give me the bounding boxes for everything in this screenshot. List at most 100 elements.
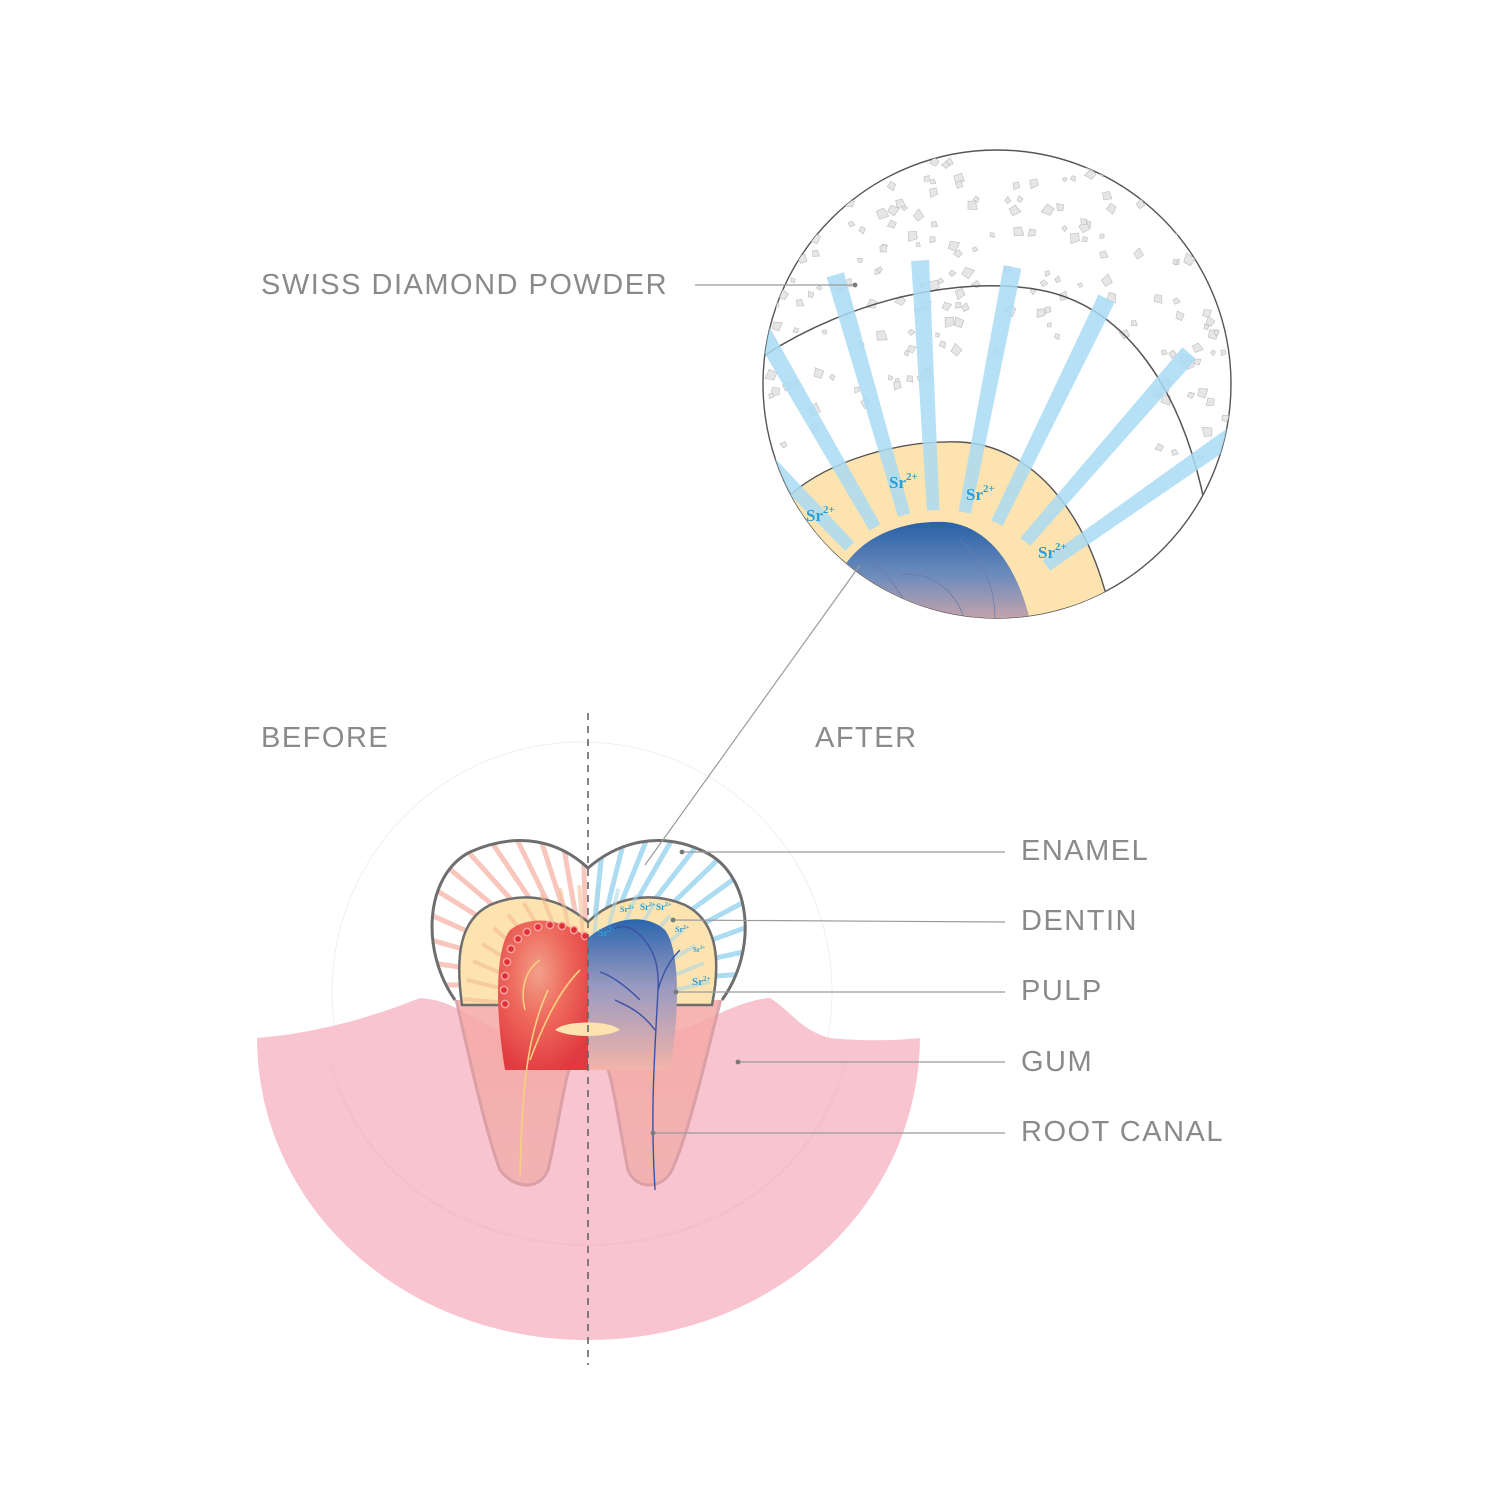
diamond-particle	[955, 302, 962, 309]
diamond-particle	[887, 374, 894, 381]
diamond-particle	[1053, 333, 1061, 341]
diamond-particle	[1094, 157, 1107, 169]
diamond-particle	[895, 198, 907, 208]
diamond-particle	[876, 330, 888, 341]
diamond-particle	[1213, 329, 1220, 337]
diamond-particle	[1214, 260, 1224, 271]
diamond-particle	[907, 231, 918, 242]
diamond-particle	[907, 328, 916, 336]
diamond-particle	[929, 187, 939, 198]
diamond-particle	[961, 302, 970, 312]
dentin-tubule	[592, 885, 601, 941]
diamond-particle	[915, 242, 921, 247]
diamond-particle	[944, 316, 955, 328]
sensitivity-dot	[506, 944, 516, 954]
zoom-magnifier-circle: Sr2+ Sr2+ Sr2+ Sr2+	[762, 149, 1232, 619]
diamond-particle	[930, 220, 939, 228]
leader-dentin	[672, 919, 1006, 923]
diamond-particle	[893, 381, 902, 391]
diamond-particle	[1170, 217, 1178, 224]
tubule-band	[1042, 414, 1231, 571]
diamond-particle	[1102, 190, 1113, 201]
diamond-particle	[1133, 247, 1144, 260]
sensitivity-dot	[513, 934, 523, 944]
diamond-particle	[950, 342, 963, 357]
diamond-particle	[790, 277, 796, 284]
svg-text:Sr2+: Sr2+	[640, 902, 656, 912]
diamond-particle	[1170, 448, 1179, 456]
diamond-particle	[1197, 388, 1209, 399]
diamond-particle	[1069, 232, 1081, 245]
diamond-particle	[947, 240, 960, 252]
gum-inner-shade	[329, 1059, 847, 1247]
diamond-particle	[1054, 275, 1061, 283]
diamond-particle	[847, 220, 856, 228]
diamond-particle	[955, 179, 964, 189]
leader-lines	[644, 284, 1006, 1134]
diamond-particle	[815, 284, 823, 291]
sensitivity-dot	[569, 925, 579, 935]
diamond-particle	[1141, 178, 1151, 191]
diamond-particle	[798, 170, 805, 179]
label-after: AFTER	[815, 722, 918, 754]
label-dentin: DENTIN	[1021, 905, 1138, 937]
diamond-particle	[1175, 310, 1185, 321]
diamond-particle	[767, 187, 775, 195]
diamond-particle	[948, 269, 957, 277]
diamond-particle	[1175, 210, 1187, 220]
diamond-particle	[1185, 186, 1196, 198]
diamond-particle	[1203, 323, 1210, 331]
tooth-outline	[430, 839, 747, 1001]
diamond-particle	[938, 340, 947, 349]
diamond-particle	[1008, 204, 1022, 217]
diamond-particle	[903, 349, 910, 357]
svg-text:Sr2+: Sr2+	[656, 902, 672, 912]
diamond-particle	[1061, 176, 1068, 183]
diamond-particle	[935, 332, 941, 338]
diamond-particle	[784, 202, 796, 213]
svg-text:Sr2+: Sr2+	[620, 905, 635, 914]
diamond-particle	[1221, 414, 1230, 423]
diamond-particle	[1131, 320, 1138, 327]
diamond-particle	[1201, 426, 1213, 437]
dentin-tubule	[577, 885, 586, 941]
svg-text:Sr2+: Sr2+	[692, 975, 711, 988]
diamond-particle	[1205, 196, 1214, 207]
diamond-particle	[1186, 224, 1198, 237]
svg-text:Sr2+: Sr2+	[598, 926, 616, 939]
diamond-particle	[788, 201, 801, 216]
diamond-particle	[1218, 199, 1227, 209]
sensitivity-dot	[545, 920, 555, 930]
diamond-particle	[1187, 226, 1198, 235]
diamond-particle	[886, 219, 897, 229]
diamond-particle	[954, 288, 966, 300]
diamond-particle	[1192, 169, 1204, 180]
diamond-particle	[875, 207, 890, 220]
diamond-particle	[1180, 218, 1189, 228]
diamond-particle	[1083, 168, 1097, 180]
zoom-ion-label: Sr2+	[966, 483, 995, 504]
diamond-particle	[819, 171, 828, 178]
zoom-ion-label: Sr2+	[806, 504, 835, 525]
diamond-particle	[1078, 219, 1091, 234]
diamond-particle	[906, 344, 917, 354]
sensitivity-points	[499, 920, 588, 1009]
diamond-particle	[1044, 306, 1052, 314]
diamond-particle	[1061, 225, 1068, 232]
diamond-particle	[1172, 297, 1181, 305]
diamond-particle	[1016, 195, 1024, 203]
diamond-particle	[1040, 203, 1055, 216]
diamond-particle	[814, 200, 826, 214]
diamond-particle	[1176, 175, 1183, 183]
diamond-particle	[1153, 294, 1163, 304]
sensitivity-dot	[500, 971, 510, 981]
diamond-particle	[886, 181, 896, 192]
diamond-particle	[923, 175, 930, 182]
diamond-particle	[1205, 397, 1215, 406]
label-before: BEFORE	[261, 722, 390, 754]
diamond-particle	[1135, 198, 1146, 210]
diamond-particle	[937, 277, 945, 285]
diamond-particle	[1047, 322, 1052, 328]
diamond-particle	[887, 204, 901, 217]
diamond-particle	[1194, 358, 1202, 366]
